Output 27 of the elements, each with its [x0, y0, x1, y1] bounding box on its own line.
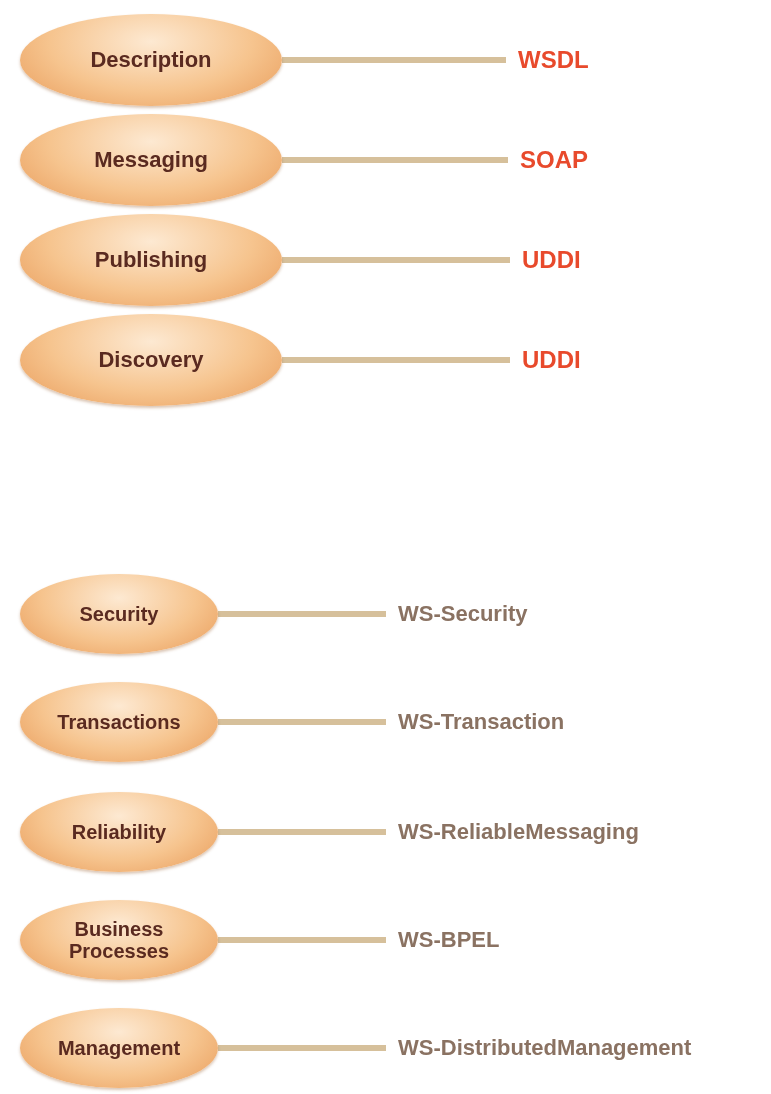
standard-label: WSDL [518, 46, 589, 74]
connector-line [218, 829, 386, 835]
standard-label: WS-Security [398, 601, 528, 627]
node-label: Messaging [93, 147, 209, 173]
standard-label: WS-Transaction [398, 709, 565, 735]
connector-line [282, 257, 510, 263]
node-label: Management [56, 1037, 182, 1059]
node-label: Discovery [97, 347, 205, 373]
standard-label: SOAP [520, 146, 588, 174]
node-label: Description [89, 47, 213, 73]
standard-label: WS-DistributedManagement [398, 1035, 692, 1061]
standard-label: WS-ReliableMessaging [398, 819, 639, 845]
connector-line [282, 157, 508, 163]
node-label: Security [78, 603, 160, 625]
node-label: Reliability [70, 821, 168, 843]
connector-line [218, 937, 386, 943]
node-label: Transactions [56, 711, 182, 733]
connector-line [282, 57, 506, 63]
standard-label: UDDI [522, 246, 581, 274]
connector-line [218, 611, 386, 617]
standard-label: WS-BPEL [398, 927, 500, 953]
node-label: Business Processes [67, 918, 171, 962]
connector-line [282, 357, 510, 363]
standard-label: UDDI [522, 346, 581, 374]
connector-line [218, 1045, 386, 1051]
node-label: Publishing [93, 247, 209, 273]
connector-line [218, 719, 386, 725]
